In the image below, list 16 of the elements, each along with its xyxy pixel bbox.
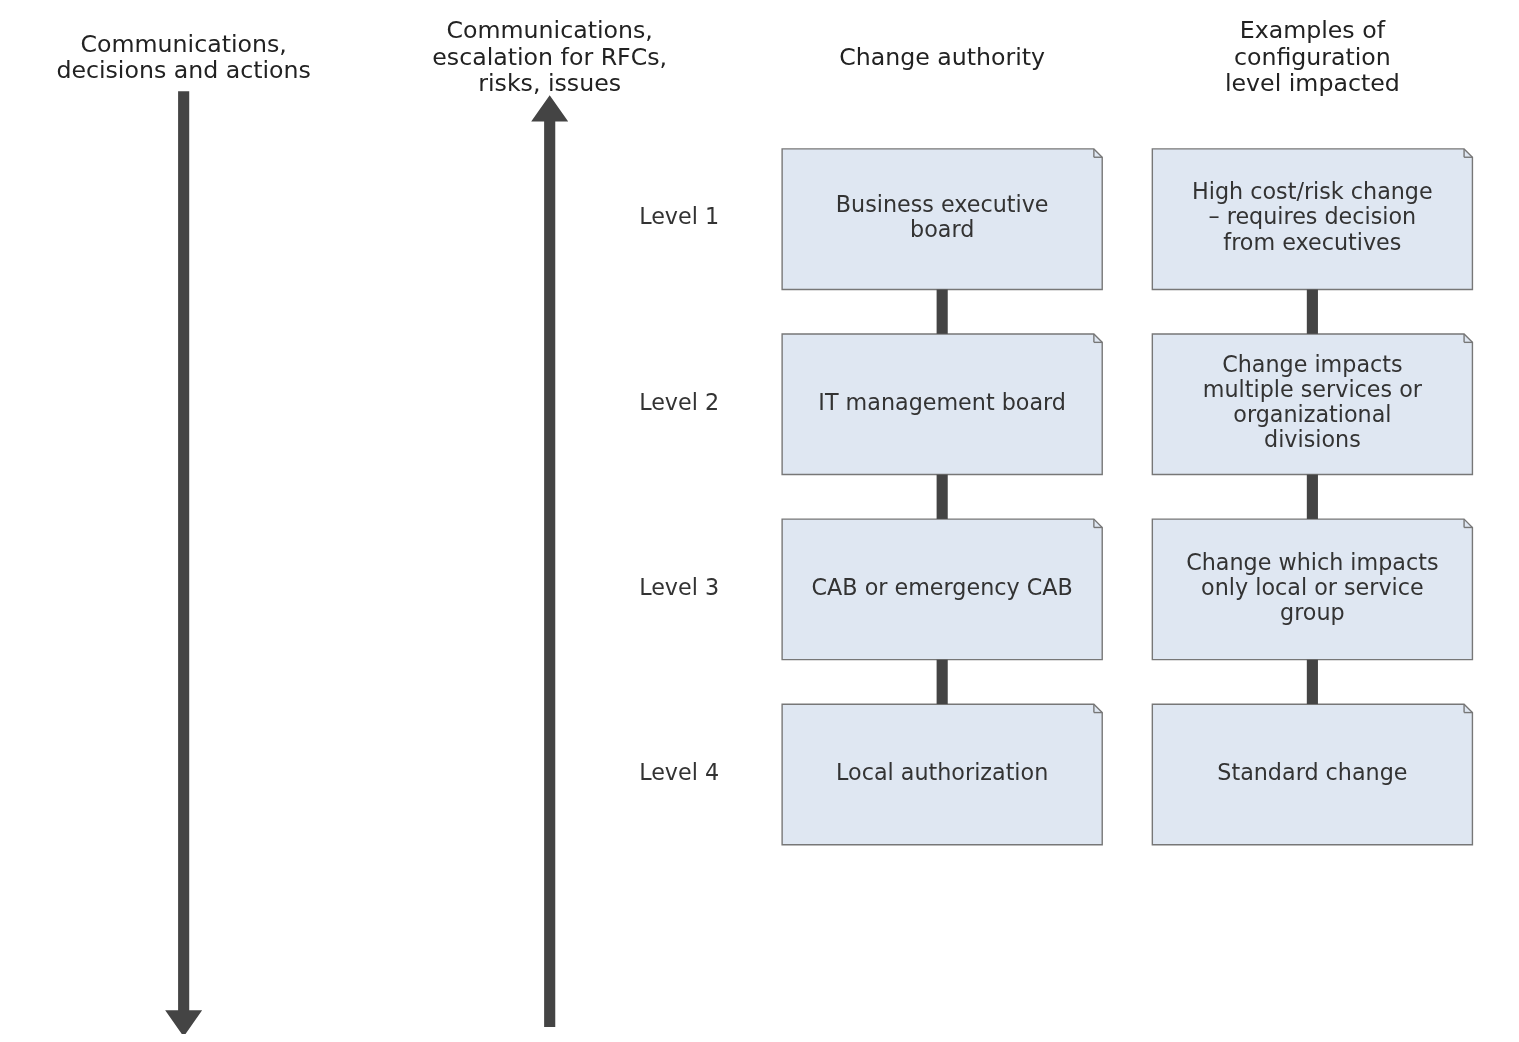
node-label: Level 2 bbox=[639, 388, 720, 415]
connector bbox=[1306, 289, 1318, 334]
node-text: Communications, escalation for RFCs, risks, issues bbox=[432, 16, 668, 98]
connector bbox=[1306, 659, 1318, 705]
label: Examples of configuration level impacted bbox=[1225, 16, 1400, 98]
connector bbox=[936, 659, 948, 705]
connector bbox=[936, 474, 948, 519]
arrow bbox=[531, 95, 569, 1027]
connector bbox=[936, 289, 948, 334]
node-label: Level 3 bbox=[639, 573, 720, 600]
node-text: Communications, decisions and actions bbox=[56, 29, 311, 85]
label: Change authority bbox=[839, 42, 1046, 71]
node-label: Level 4 bbox=[639, 758, 720, 785]
node-label: Level 1 bbox=[639, 203, 720, 230]
connector bbox=[1306, 474, 1318, 519]
arrow bbox=[165, 91, 203, 1034]
